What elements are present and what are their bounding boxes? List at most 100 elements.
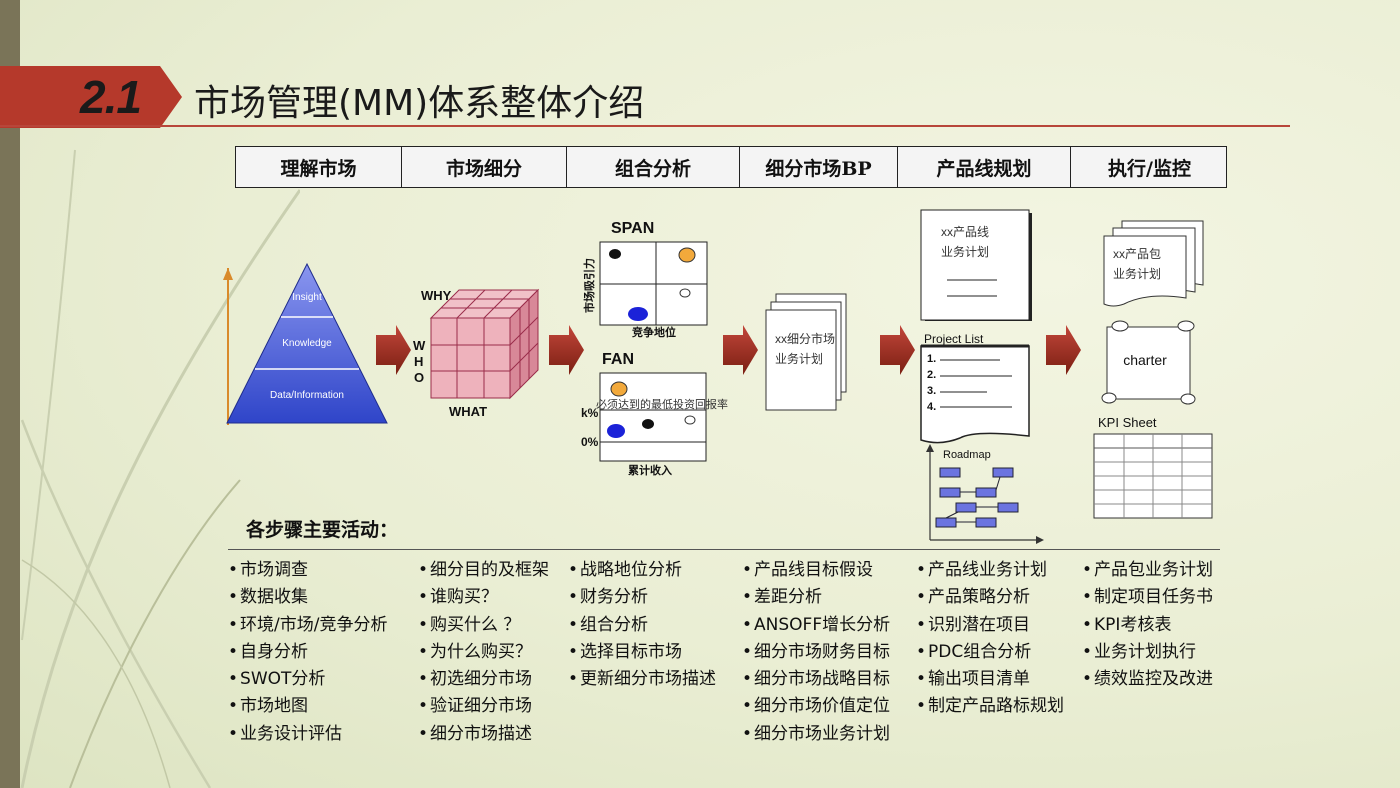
package-doc-line2: 业务计划	[1113, 266, 1161, 281]
activity-item: 初选细分市场	[418, 666, 549, 693]
activity-item: 产品线目标假设	[742, 557, 890, 584]
activity-item: 细分市场业务计划	[742, 721, 890, 748]
activity-item: 市场调查	[228, 557, 388, 584]
cube-who-w: W	[413, 338, 426, 353]
steps-header: 理解市场 市场细分 组合分析 细分市场BP 产品线规划 执行/监控	[235, 146, 1227, 188]
project-item-2: 2.	[927, 369, 936, 381]
cube-who-h: H	[414, 354, 423, 369]
pyramid-shape	[226, 262, 388, 424]
activity-item: PDC组合分析	[916, 639, 1064, 666]
activities-title: 各步骤主要活动：	[246, 519, 399, 541]
pyramid-bottom-label: Data/Information	[270, 390, 344, 401]
activities-divider	[228, 549, 1220, 550]
activities-col-5: 产品线业务计划 产品策略分析 识别潜在项目 PDC组合分析 输出项目清单 制定产…	[916, 557, 1064, 721]
activity-item: 更新细分市场描述	[568, 666, 716, 693]
pyramid: Insight Knowledge Data/Information	[223, 262, 388, 425]
product-line-plan-document: xx产品线 业务计划	[920, 209, 1032, 321]
activity-item: 谁购买？	[418, 584, 549, 611]
activity-item: 战略地位分析	[568, 557, 716, 584]
kpi-sheet: KPI Sheet	[1093, 415, 1213, 519]
left-decor-strip	[0, 0, 20, 788]
roadmap-label: Roadmap	[943, 449, 991, 461]
activity-item: 识别潜在项目	[916, 612, 1064, 639]
activity-item: 为什么购买？	[418, 639, 549, 666]
activities-col-4: 产品线目标假设 差距分析 ANSOFF增长分析 细分市场财务目标 细分市场战略目…	[742, 557, 890, 748]
charter-scroll: charter	[1101, 320, 1196, 405]
activity-item: 细分市场战略目标	[742, 666, 890, 693]
span-matrix: SPAN 市场吸引力 竞争地位	[582, 220, 708, 339]
activity-item: 产品策略分析	[916, 584, 1064, 611]
activity-item: 环境/市场/竞争分析	[228, 612, 387, 639]
title-underline	[0, 125, 1290, 127]
cube-what-label: WHAT	[449, 404, 487, 419]
activity-item: SWOT分析	[228, 666, 388, 693]
activity-item: 财务分析	[568, 584, 716, 611]
project-item-3: 3.	[927, 385, 936, 397]
fan-title: FAN	[602, 351, 634, 368]
activity-item: 细分市场描述	[418, 721, 549, 748]
activity-item: 业务计划执行	[1082, 639, 1213, 666]
fan-threshold-label: 必须达到的最低投资回报率	[596, 397, 728, 411]
bp-doc-line2: 业务计划	[775, 351, 823, 366]
activity-item: 细分市场价值定位	[742, 693, 890, 720]
section-number: 2.1	[80, 71, 142, 123]
activities-col-3: 战略地位分析 财务分析 组合分析 选择目标市场 更新细分市场描述	[568, 557, 716, 693]
right-arrow-icon	[1046, 325, 1081, 375]
pyramid-middle-label: Knowledge	[282, 338, 332, 349]
up-arrow-icon	[223, 268, 233, 280]
fan-k-label: k%	[581, 406, 599, 420]
plan-doc-line2: 业务计划	[941, 244, 989, 259]
step-market-segmentation: 市场细分	[402, 147, 567, 187]
fan-zero-label: 0%	[581, 435, 599, 449]
activity-item: 产品线业务计划	[916, 557, 1064, 584]
kpi-label: KPI Sheet	[1098, 415, 1157, 430]
cube-who-o: O	[414, 370, 424, 385]
span-title: SPAN	[611, 220, 654, 237]
step-execute-monitor: 执行/监控	[1108, 157, 1191, 180]
cube-why-label: WHY	[421, 288, 452, 303]
activity-item: 购买什么 ？	[418, 612, 549, 639]
activity-item: 组合分析	[568, 612, 716, 639]
activity-item: KPI考核表	[1082, 612, 1213, 639]
package-doc-line1: xx产品包	[1113, 247, 1161, 261]
activity-item: 验证细分市场	[418, 693, 549, 720]
activity-item: 自身分析	[228, 639, 388, 666]
product-package-document: xx产品包 业务计划	[1103, 220, 1204, 307]
project-list-title: Project List	[924, 332, 984, 346]
plan-doc-line1: xx产品线	[941, 225, 989, 239]
activity-item: ANSOFF增长分析	[742, 612, 890, 639]
activity-item: 输出项目清单	[916, 666, 1064, 693]
activities-col-2: 细分目的及框架 谁购买？ 购买什么 ？ 为什么购买？ 初选细分市场 验证细分市场…	[418, 557, 549, 748]
project-list: Project List 1. 2. 3. 4.	[920, 332, 1030, 444]
activities-col-6: 产品包业务计划 制定项目任务书 KPI考核表 业务计划执行 绩效监控及改进	[1082, 557, 1213, 693]
activity-item: 细分目的及框架	[418, 557, 549, 584]
bp-doc-line1: xx细分市场	[775, 331, 835, 346]
step-understand-market: 理解市场	[236, 147, 402, 187]
activity-item: 差距分析	[742, 584, 890, 611]
fan-x-label: 累计收入	[628, 463, 672, 477]
activity-item: 绩效监控及改进	[1082, 666, 1213, 693]
right-arrow-icon	[723, 325, 758, 375]
activity-item: 市场地图	[228, 693, 388, 720]
activity-item: 细分市场财务目标	[742, 639, 890, 666]
roadmap: Roadmap	[926, 444, 1044, 544]
step-segment-bp: 细分市场BP	[740, 147, 898, 187]
span-x-label: 竞争地位	[632, 325, 676, 339]
activity-item: 选择目标市场	[568, 639, 716, 666]
page-title: 市场管理(MM)体系整体介绍	[194, 83, 645, 124]
step-portfolio-analysis: 组合分析	[567, 147, 740, 187]
span-y-label: 市场吸引力	[582, 258, 596, 313]
activity-item: 产品包业务计划	[1082, 557, 1213, 584]
title-band	[0, 66, 182, 128]
segment-bp-document: xx细分市场 业务计划	[765, 293, 847, 411]
project-item-1: 1.	[927, 353, 936, 365]
step-product-line-planning: 产品线规划	[898, 147, 1071, 187]
right-arrow-icon	[376, 325, 411, 375]
flow-arrows	[376, 325, 1081, 375]
activity-item: 业务设计评估	[228, 721, 388, 748]
charter-label: charter	[1123, 352, 1167, 368]
project-item-4: 4.	[927, 401, 936, 413]
right-arrow-icon	[880, 325, 915, 375]
pyramid-top-label: Insight	[292, 292, 322, 303]
fan-chart: FAN k% 0% 必须达到的最低投资回报率 累计收入	[581, 351, 728, 477]
